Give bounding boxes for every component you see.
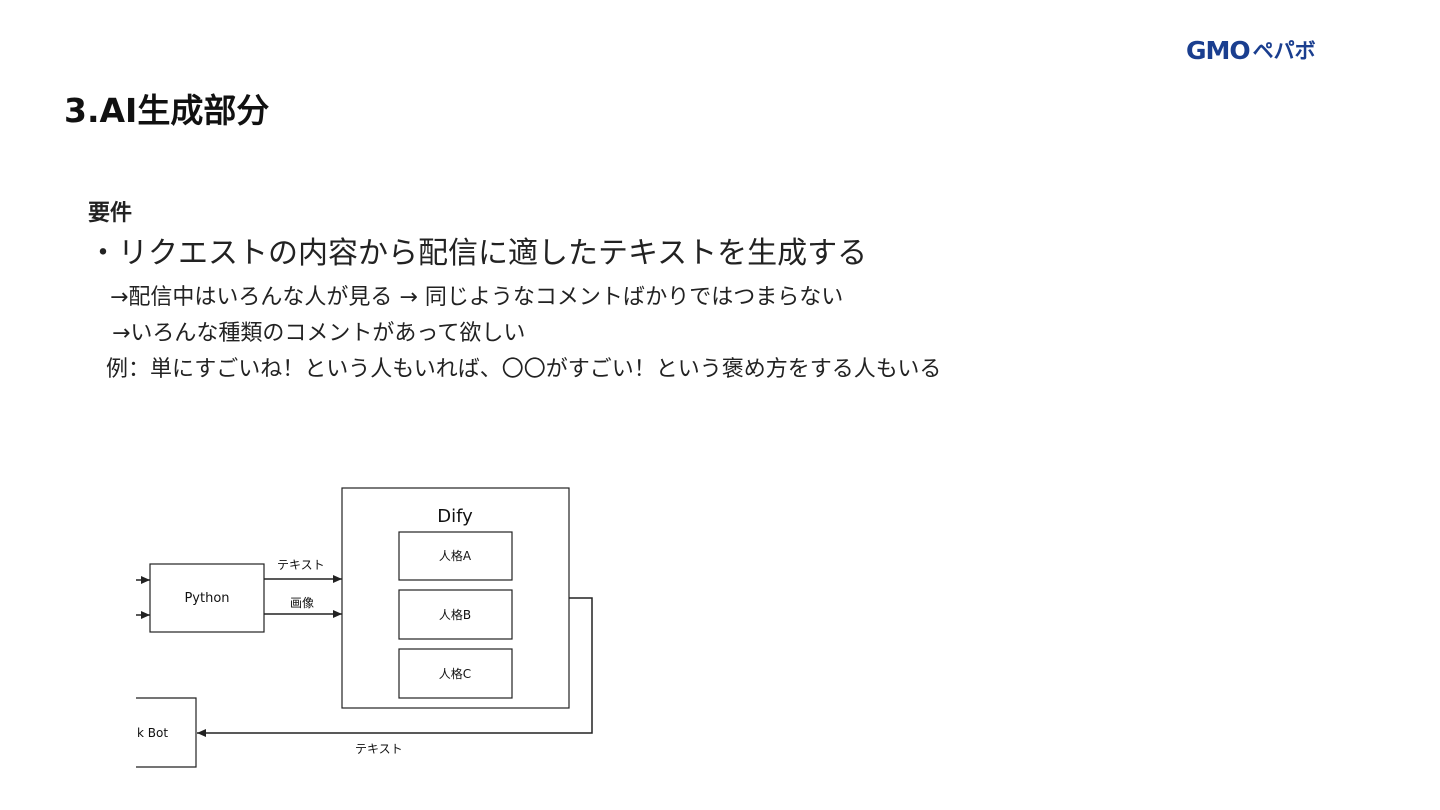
logo-gmo-text: GMO [1186, 35, 1251, 65]
requirements-section: 要件 ・リクエストの内容から配信に適したテキストを生成する →配信中はいろんな人… [88, 198, 1288, 388]
dify-label: Dify [437, 506, 473, 527]
bot-label: k Bot [137, 726, 168, 740]
persona-b-box [398, 589, 513, 640]
return-arrow [197, 597, 593, 737]
persona-c-label: 人格C [439, 666, 471, 681]
requirements-line-1: →配信中はいろんな人が見る → 同じようなコメントばかりではつまらない [110, 285, 844, 310]
slide-title: 3.AI生成部分 [64, 91, 270, 130]
return-arrow-label: テキスト [355, 742, 403, 756]
python-box [149, 563, 265, 633]
persona-a-box [398, 531, 513, 581]
logo-pepabo-text: ペパボ [1252, 39, 1316, 63]
persona-c-box [398, 648, 513, 699]
requirements-bullet: ・リクエストの内容から配信に適したテキストを生成する [88, 236, 868, 271]
persona-b-label: 人格B [439, 607, 471, 622]
text-arrow-label: テキスト [277, 558, 325, 572]
bot-box [136, 697, 197, 768]
image-arrow-label: 画像 [290, 596, 314, 610]
requirements-line-3: 例：単にすごいね！という人もいれば、〇〇がすごい！という褒め方をする人もいる [106, 357, 942, 382]
persona-a-label: 人格A [439, 548, 472, 563]
requirements-label: 要件 [88, 201, 133, 226]
company-logo: GMO ペパボ [1186, 34, 1406, 66]
python-label: Python [184, 591, 229, 606]
requirements-line-2: →いろんな種類のコメントがあって欲しい [112, 321, 526, 346]
